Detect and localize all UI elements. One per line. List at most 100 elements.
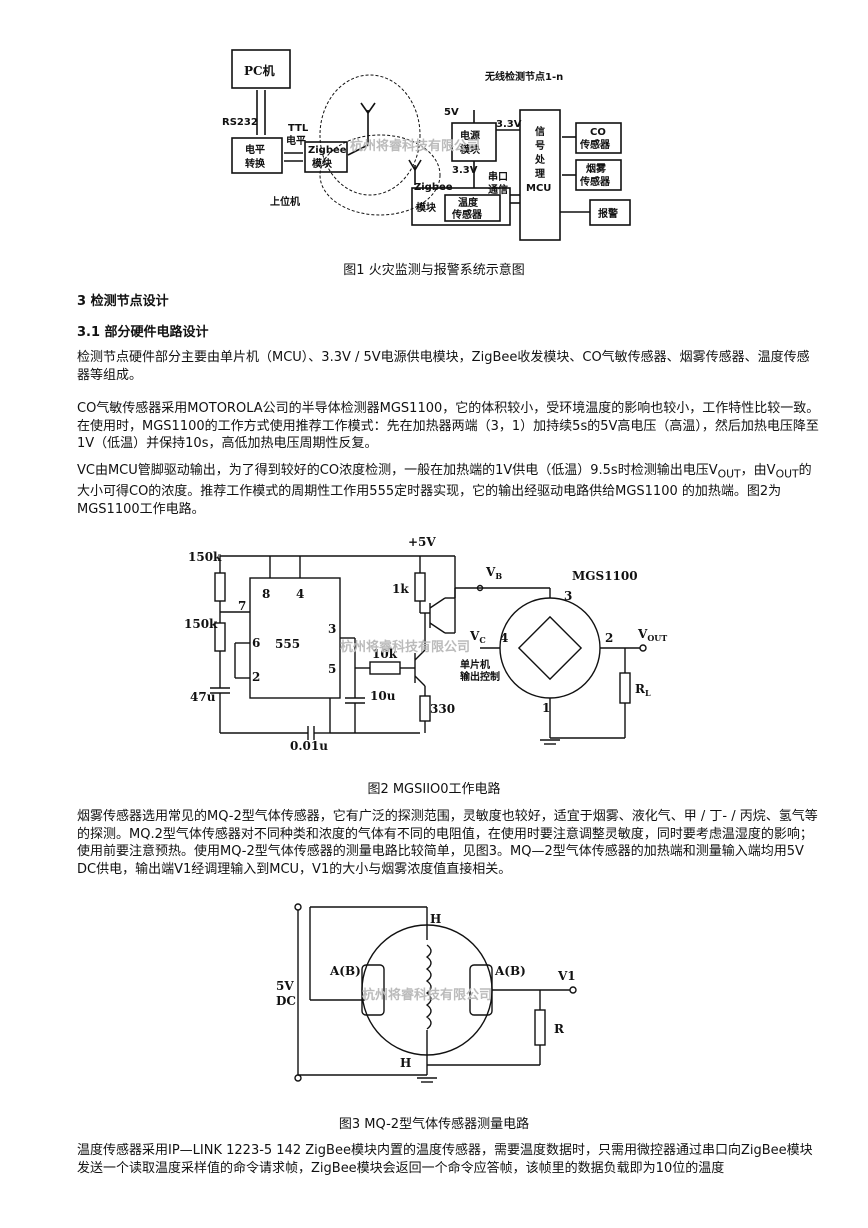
co-sensor-box — [575, 122, 622, 154]
host-label: 上位机 — [270, 195, 300, 208]
pin8: 8 — [262, 587, 270, 601]
node-title: 无线检测节点1-n — [484, 70, 563, 83]
figure-1: PC机 RS232 TTL 电平 电平 转换 Zigbee 模块 上位机 无线检… — [220, 45, 640, 255]
host-zigbee-box — [304, 141, 348, 173]
heading-3-1: 3.1 部分硬件电路设计 — [77, 325, 209, 340]
signal-3: 处 — [534, 153, 546, 166]
vout-sub-2: OUT — [775, 467, 799, 481]
p3-label: 3 — [564, 589, 572, 603]
rl-r: R — [635, 682, 646, 696]
paragraph-3b: ，由V — [740, 463, 776, 478]
ic-label: 555 — [275, 637, 300, 651]
paragraph-4: 烟雾传感器选用常见的MQ-2型气体传感器，它有广泛的探测范围，灵敏度也较好，适宜… — [77, 808, 822, 878]
p4-label: 4 — [500, 631, 508, 645]
node-zigbee-box — [411, 187, 511, 226]
co-1: CO — [590, 127, 606, 138]
mcu-ctrl-1: 单片机 — [460, 658, 490, 671]
signal-4: 理 — [535, 168, 545, 180]
power-label-2: 模块 — [460, 143, 481, 156]
mgs-label: MGS1100 — [572, 569, 638, 583]
vc-v: V — [469, 629, 480, 643]
mcu-box — [519, 109, 561, 241]
alarm-label: 报警 — [598, 207, 618, 220]
paragraph-5: 温度传感器采用IP—LINK 1223-5 142 ZigBee模块内置的温度传… — [77, 1142, 822, 1177]
node-module-label: 模块 — [416, 201, 437, 214]
vb-v: V — [485, 565, 496, 579]
paragraph-2-text: CO气敏传感器采用MOTOROLA公司的半导体检测器MGS1100，它的体积较小… — [77, 401, 820, 451]
pin7: 7 — [238, 599, 246, 613]
vout-label: VOUT — [637, 627, 667, 643]
v33b-label: 3.3V — [452, 165, 478, 176]
ttl-label: TTL — [288, 123, 309, 134]
vb-label: VB — [485, 565, 502, 581]
p1-label: 1 — [542, 701, 550, 715]
paragraph-2: CO气敏传感器采用MOTOROLA公司的半导体检测器MGS1100，它的体积较小… — [77, 400, 822, 453]
v33a-label: 3.3V — [496, 119, 522, 130]
serial-2: 通信 — [488, 183, 508, 196]
level-convert-box — [231, 137, 283, 174]
p2-label: 2 — [605, 631, 613, 645]
smoke-2: 传感器 — [579, 175, 611, 188]
temp-1: 温度 — [458, 196, 479, 209]
vout-sub-1: OUT — [717, 467, 741, 481]
level-label: 电平 — [286, 134, 306, 147]
rl-sub: L — [645, 688, 651, 698]
co-2: 传感器 — [579, 138, 611, 151]
ab-right-label: A(B) — [494, 964, 526, 978]
pin3: 3 — [328, 622, 336, 636]
paragraph-1-text: 检测节点硬件部分主要由单片机（MCU）、3.3V / 5V电源供电模块，ZigB… — [77, 350, 810, 383]
ab-left-label: A(B) — [329, 964, 361, 978]
pin5: 5 — [328, 662, 336, 676]
heading-3: 3 检测节点设计 — [77, 294, 169, 309]
pin6: 6 — [252, 636, 260, 650]
v5-label: 5V — [276, 979, 294, 993]
level-convert-1: 电平 — [245, 143, 265, 156]
signal-1: 信 — [535, 125, 545, 138]
mcu-ctrl-2: 输出控制 — [460, 670, 500, 683]
caption-3: 图3 MQ-2型气体传感器测量电路 — [338, 1117, 530, 1132]
v5-label: 5V — [444, 107, 459, 118]
node-zigbee-label: Zigbee — [414, 182, 453, 193]
vout-v: V — [637, 627, 648, 641]
watermark-1: 杭州将睿科技有限公司 — [350, 138, 480, 154]
pc-label: PC机 — [244, 63, 275, 78]
mcu-label: MCU — [526, 183, 551, 194]
smoke-1: 烟雾 — [586, 162, 607, 175]
vout-sub: OUT — [647, 633, 667, 643]
vb-sub: B — [495, 571, 502, 581]
signal-2: 号 — [535, 140, 545, 152]
paragraph-3c: 的大小可得CO的浓度。推荐工作模式的周期性工作用555定时器实现，它的输出经驱动… — [77, 463, 812, 517]
paragraph-5-text: 温度传感器采用IP—LINK 1223-5 142 ZigBee模块内置的温度传… — [77, 1143, 813, 1176]
figure-3: 5V DC H H A(B) A(B) V1 R 杭州将睿科技有限公司 — [270, 895, 600, 1095]
caption-1: 图1 火灾监测与报警系统示意图 — [343, 263, 525, 278]
paragraph-1: 检测节点硬件部分主要由单片机（MCU）、3.3V / 5V电源供电模块，ZigB… — [77, 349, 822, 384]
h-top-label: H — [430, 912, 441, 926]
level-convert-2: 转换 — [245, 157, 266, 170]
temp-sensor-box — [444, 194, 501, 222]
c2-label: 0.01u — [290, 739, 328, 753]
vplus-label: +5V — [408, 535, 436, 549]
c3-label: 10u — [370, 689, 396, 703]
caption-2: 图2 MGSIIO0工作电路 — [367, 782, 501, 797]
dc-label: DC — [276, 994, 296, 1008]
host-zigbee-label: Zigbee — [308, 145, 347, 156]
v1-label: V1 — [557, 969, 576, 983]
r1-label: 150k — [188, 550, 222, 564]
paragraph-3a: VC由MCU管脚驱动输出，为了得到较好的CO浓度检测，一般在加热端的1V供电（低… — [77, 463, 718, 478]
serial-1: 串口 — [488, 170, 508, 183]
h-bot-label: H — [400, 1056, 411, 1070]
r330-label: 330 — [430, 702, 455, 716]
mgs1100-sensor — [499, 597, 601, 699]
vc-sub: C — [479, 635, 485, 645]
rs232-label: RS232 — [222, 117, 258, 128]
c1-label: 47u — [190, 690, 216, 704]
paragraph-4-text: 烟雾传感器选用常见的MQ-2型气体传感器，它有广泛的探测范围，灵敏度也较好，适宜… — [77, 809, 818, 877]
figure-2: 150k 150k 47u 0.01u 10u 8 4 7 6 2 3 5 55… — [180, 528, 700, 768]
paragraph-3: VC由MCU管脚驱动输出，为了得到较好的CO浓度检测，一般在加热端的1V供电（低… — [77, 462, 822, 518]
r-label: R — [554, 1022, 565, 1036]
rl-label: RL — [635, 682, 651, 698]
watermark-3: 杭州将睿科技有限公司 — [362, 987, 492, 1003]
temp-2: 传感器 — [451, 208, 483, 221]
pc-box — [231, 49, 291, 89]
watermark-2: 杭州将睿科技有限公司 — [340, 639, 470, 655]
